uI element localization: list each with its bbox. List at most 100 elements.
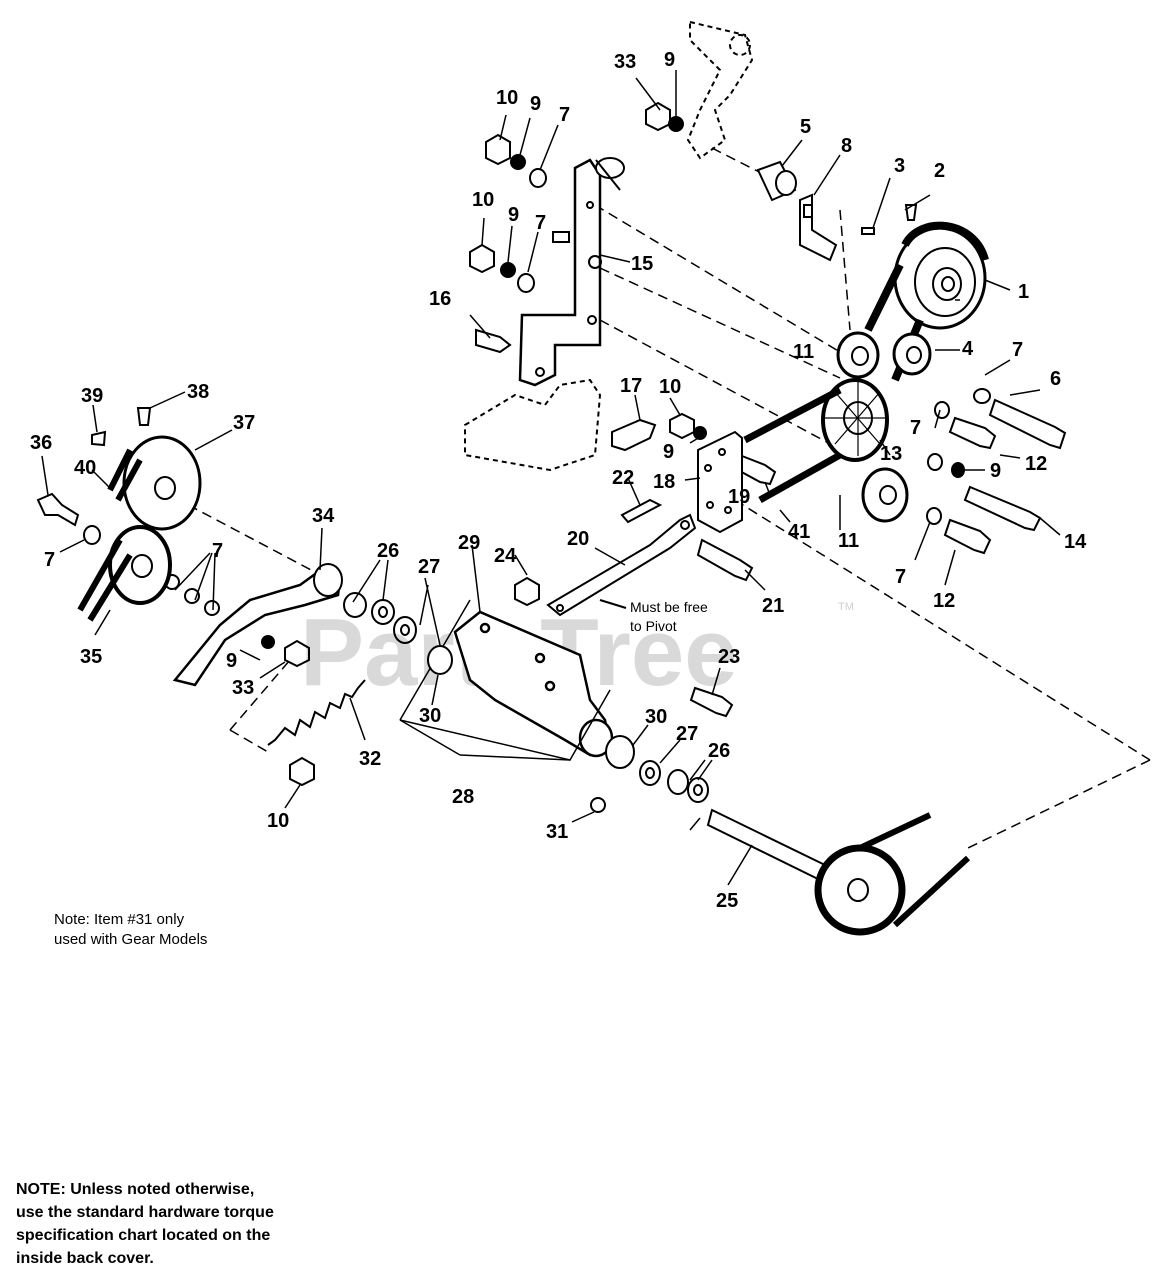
bolts-right xyxy=(689,398,1067,718)
shaft-25 xyxy=(706,808,971,936)
callout-19: 19 xyxy=(728,486,750,508)
callout-17: 17 xyxy=(620,375,642,397)
callout-7-f: 7 xyxy=(44,549,55,571)
callout-10-c: 10 xyxy=(659,376,681,398)
key-39 xyxy=(91,430,107,447)
callout-27-a: 27 xyxy=(418,556,440,578)
callout-12-b: 12 xyxy=(933,590,955,612)
callout-39: 39 xyxy=(81,385,103,407)
item31-note-line-2: used with Gear Models xyxy=(54,931,208,948)
callout-22: 22 xyxy=(612,467,634,489)
bolt-36 xyxy=(36,492,80,527)
callout-7-b: 7 xyxy=(559,104,570,126)
callout-29: 29 xyxy=(458,532,480,554)
nut-24 xyxy=(514,576,540,607)
callout-9-c: 9 xyxy=(508,204,519,226)
pulley-1 xyxy=(893,221,989,330)
callout-34: 34 xyxy=(312,505,335,527)
idler-pulleys-upper xyxy=(836,331,932,379)
callout-9-f: 9 xyxy=(226,650,237,672)
washers-27-26 xyxy=(343,592,709,803)
callout-10-a: 10 xyxy=(496,87,518,109)
guide-lines xyxy=(159,147,1151,849)
pin-22 xyxy=(620,498,663,524)
hardware-right xyxy=(669,388,991,525)
torque-note: NOTE: Unless noted otherwise, use the st… xyxy=(16,1178,346,1270)
torque-note-line-1: NOTE: Unless noted otherwise, xyxy=(16,1181,255,1198)
callout-2: 2 xyxy=(934,160,945,182)
callout-27-b: 27 xyxy=(676,723,698,745)
screw-38 xyxy=(136,407,152,426)
bracket-15 xyxy=(518,158,602,387)
pivot-note-line-2: to Pivot xyxy=(630,618,677,634)
torque-note-line-3: specification chart located on the xyxy=(16,1227,271,1244)
callout-9-d: 9 xyxy=(663,441,674,463)
callout-8: 8 xyxy=(841,135,852,157)
callout-32: 32 xyxy=(359,748,381,770)
callout-9-b: 9 xyxy=(530,93,541,115)
pivot-note-line-1: Must be free xyxy=(630,599,708,615)
leader-lines xyxy=(41,70,1061,886)
callout-38: 38 xyxy=(187,381,209,403)
item31-note: Note: Item #31 only used with Gear Model… xyxy=(54,910,207,950)
callout-18: 18 xyxy=(653,471,675,493)
callout-7-c: 7 xyxy=(535,212,546,234)
callout-15: 15 xyxy=(631,253,653,275)
callout-1: 1 xyxy=(1018,281,1029,303)
callout-25: 25 xyxy=(716,890,738,912)
callout-7-a: 7 xyxy=(1012,339,1023,361)
callout-20: 20 xyxy=(567,528,589,550)
callout-41: 41 xyxy=(788,521,810,543)
callout-26-a: 26 xyxy=(377,540,399,562)
callout-numbers: 1 2 3 4 5 6 7 7 7 7 7 7 7 8 9 9 9 9 9 9 … xyxy=(30,49,1087,912)
pulley-35 xyxy=(77,525,172,622)
lever-20 xyxy=(546,513,697,617)
callout-9-e: 9 xyxy=(990,460,1001,482)
engine-housing-dashed xyxy=(464,378,602,472)
torque-note-line-2: use the standard hardware torque xyxy=(16,1204,274,1221)
bearing-30-left xyxy=(427,645,453,675)
callout-40: 40 xyxy=(74,457,96,479)
callout-3: 3 xyxy=(894,155,905,177)
callout-28: 28 xyxy=(452,786,474,808)
clip-17 xyxy=(611,418,657,452)
fitting-31 xyxy=(590,797,606,813)
callout-30-a: 30 xyxy=(419,705,441,727)
pivot-note: Must be free to Pivot xyxy=(630,598,708,636)
drive-pulley-13 xyxy=(821,378,889,462)
bracket-8 xyxy=(799,193,838,262)
callout-11-a: 11 xyxy=(793,341,814,363)
key-3 xyxy=(861,227,875,235)
callout-11-b: 11 xyxy=(838,530,859,552)
callout-24: 24 xyxy=(494,545,517,567)
callout-33-a: 33 xyxy=(614,51,636,73)
callout-9-a: 9 xyxy=(664,49,675,71)
item31-note-line-1: Note: Item #31 only xyxy=(54,911,185,928)
bolt-16 xyxy=(475,328,512,354)
callout-14: 14 xyxy=(1064,531,1087,553)
callout-37: 37 xyxy=(233,412,255,434)
idler-11-lower xyxy=(861,467,909,523)
callout-4: 4 xyxy=(962,338,974,360)
bearing-30-right xyxy=(605,735,635,769)
plate-18 xyxy=(697,430,743,534)
watermark-tm: TM xyxy=(838,601,854,613)
callout-36: 36 xyxy=(30,432,52,454)
callout-10-d: 10 xyxy=(267,810,289,832)
callout-23: 23 xyxy=(718,646,740,668)
callout-13: 13 xyxy=(880,443,902,465)
pulley-37 xyxy=(107,435,202,531)
callout-21: 21 xyxy=(762,595,784,617)
callout-26-b: 26 xyxy=(708,740,730,762)
callout-7-d: 7 xyxy=(910,417,921,439)
callout-30-b: 30 xyxy=(645,706,667,728)
callout-7-g: 7 xyxy=(212,540,223,562)
callout-16: 16 xyxy=(429,288,451,310)
callout-33-b: 33 xyxy=(232,677,254,699)
callout-7-e: 7 xyxy=(895,566,906,588)
bracket-pin xyxy=(595,157,625,179)
belt-41 xyxy=(743,386,842,504)
torque-note-line-4: inside back cover. xyxy=(16,1250,154,1267)
callout-5: 5 xyxy=(800,116,811,138)
